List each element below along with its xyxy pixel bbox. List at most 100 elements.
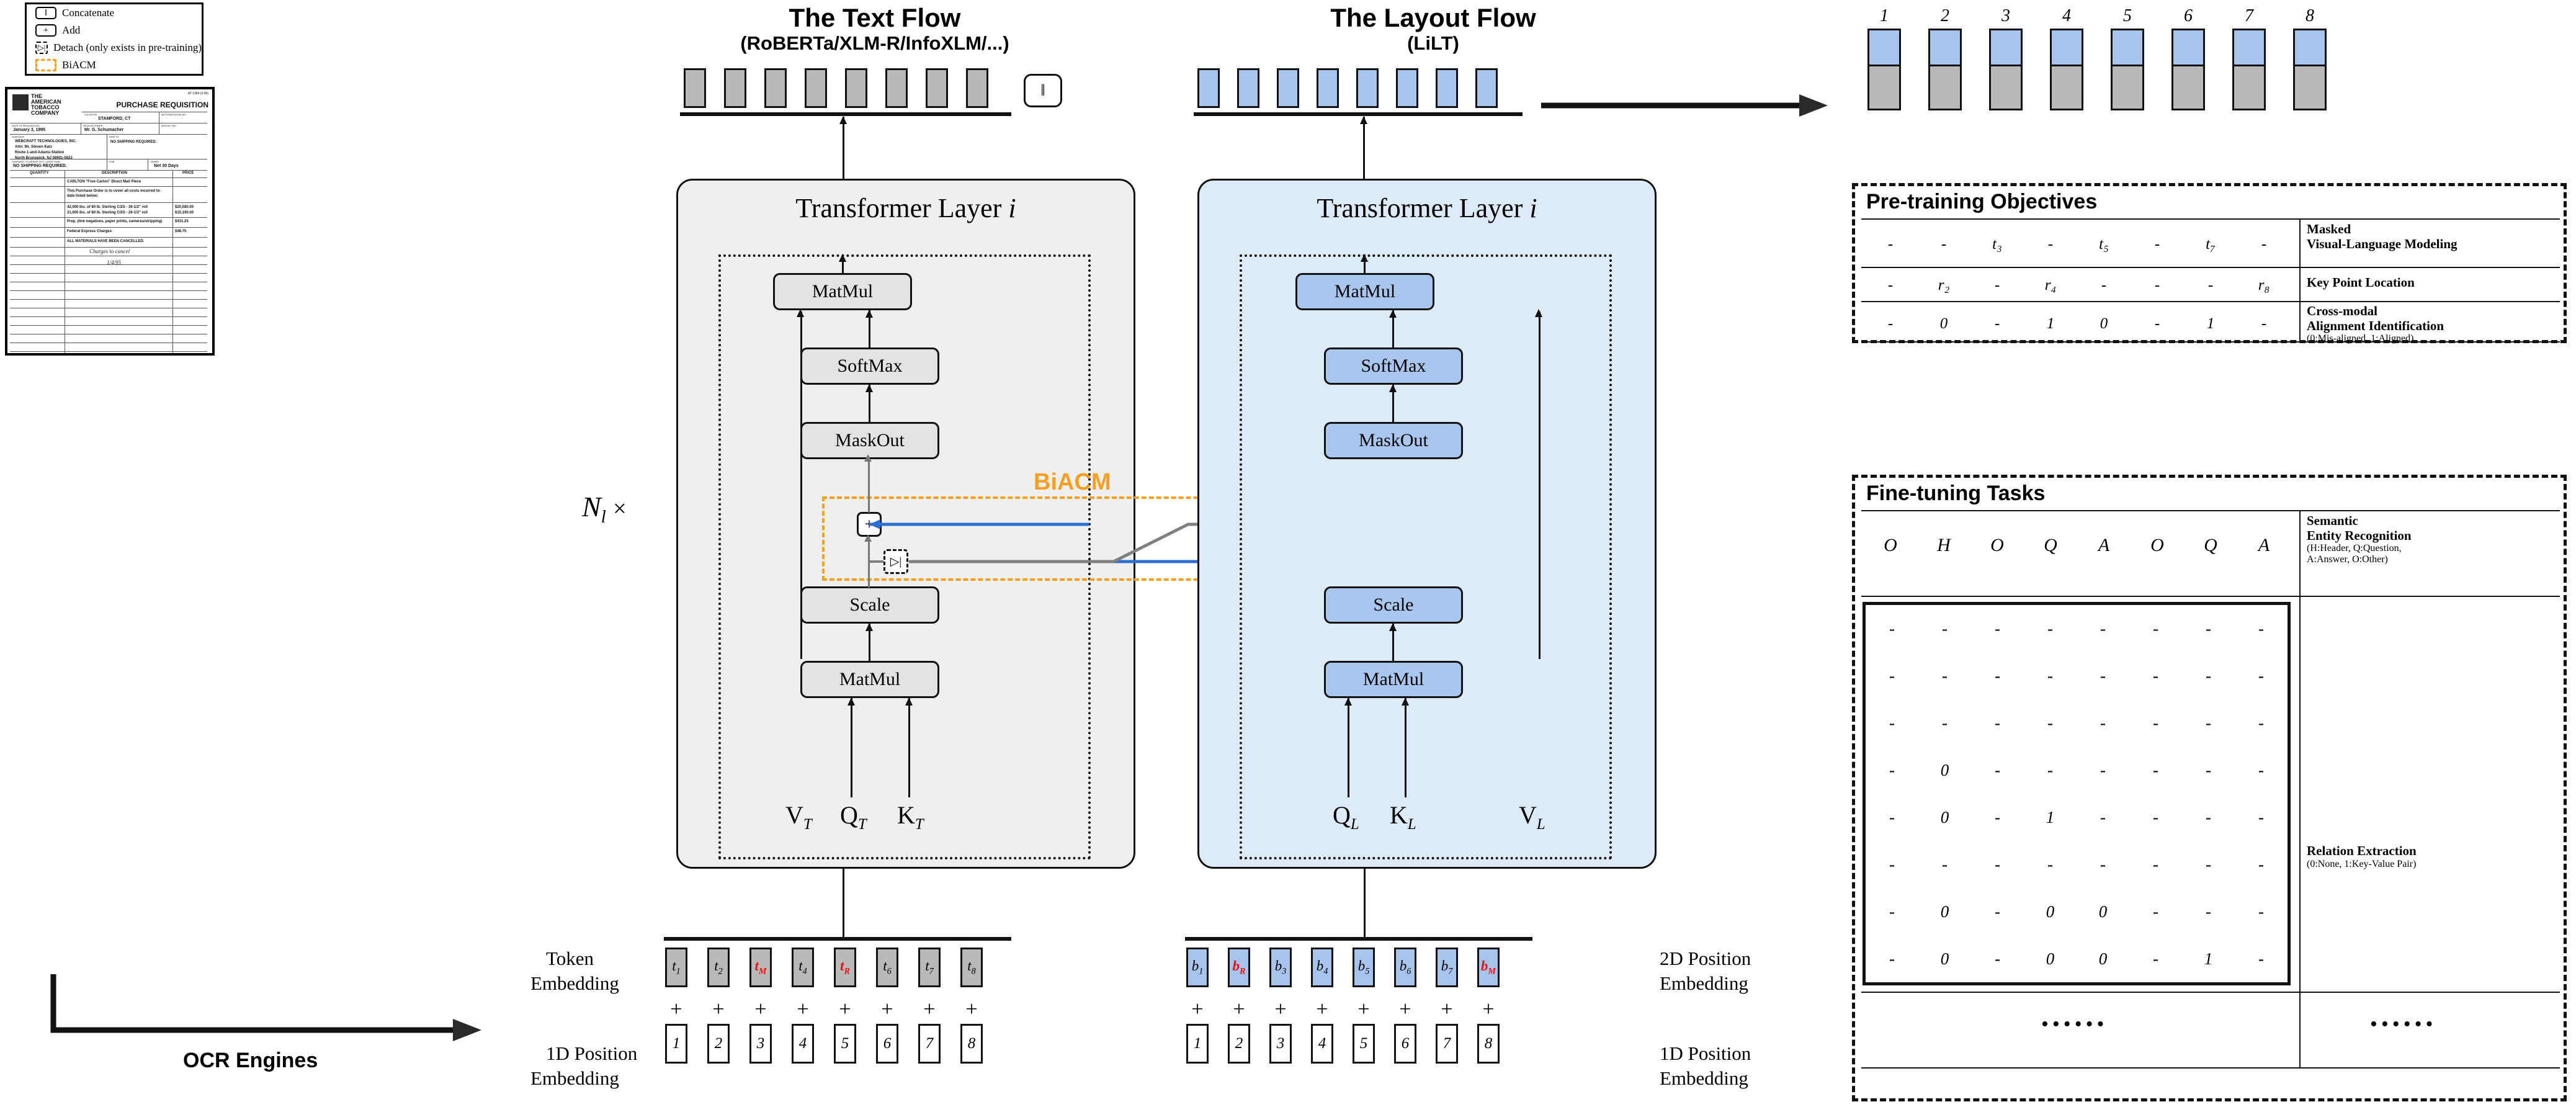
embedding-token-b4: b4 (1311, 948, 1333, 987)
plus-operator: + (1191, 998, 1204, 1021)
company-line-4: COMPANY (31, 110, 60, 116)
concatenate-icon: ‖ (35, 7, 56, 19)
ser-label-line-1: Entity Recognition (2307, 527, 2412, 543)
embedding-token-t2: t2 (707, 948, 730, 987)
detach-operator: ▷| (883, 549, 908, 574)
company-line-3: TOBACCO (31, 104, 60, 110)
pos1d-embedding-label-2: Embedding (530, 1067, 619, 1089)
re-matrix-cell-7-6: 1 (2204, 949, 2213, 968)
re-note: (0:None, 1:Key-Value Pair) (2307, 858, 2417, 869)
plus-operator: + (881, 998, 893, 1021)
table-row-price-5: $48.75 (175, 230, 187, 233)
output-bar-body (1928, 29, 1962, 110)
embedding-token-t6: t6 (876, 948, 898, 987)
text-arrow-softmax-to-matmul (865, 310, 873, 347)
field-label-terms: TERMS (150, 160, 159, 163)
legend-label-add: Add (62, 24, 81, 36)
table-row-desc-5: Federal Express Charges (67, 230, 112, 233)
output-token-layout (1475, 68, 1498, 108)
relation-extraction-matrix: -------------------------0-------0-1----… (1863, 602, 2291, 985)
add-icon: + (35, 24, 56, 37)
re-matrix-cell-1-0: - (1889, 666, 1895, 685)
pretraining-cell-1-1: r₂ (1938, 277, 1950, 294)
pretraining-cell-0-6: t₇ (2206, 236, 2216, 253)
re-matrix-cell-0-0: - (1889, 619, 1895, 638)
field-value-supplier: WEBCRAFT TECHNOLOGIES, INC. Attn: Mr. St… (15, 140, 77, 160)
re-matrix-cell-1-5: - (2153, 666, 2158, 685)
pretraining-cell-2-0: - (1887, 315, 1894, 332)
layout-op-matmul-bottom: MatMul (1324, 661, 1463, 698)
layout-op-maskout: MaskOut (1324, 422, 1463, 459)
re-matrix-cell-6-1: 0 (1940, 902, 1949, 921)
table-row-desc-1: CARLTON "Free Carton" Direct Mail Piece (67, 180, 141, 184)
pretraining-cell-0-1: - (1941, 236, 1947, 253)
embedding-token-t4: t4 (792, 948, 814, 987)
re-matrix-cell-3-3: - (2047, 760, 2053, 779)
legend-label-detach: Detach (only exists in pre-training) (53, 42, 202, 53)
output-token-text (845, 68, 867, 108)
re-matrix-cell-4-0: - (1889, 807, 1895, 827)
layout-input-q-label: QL (1333, 801, 1359, 833)
repeat-n: N (582, 491, 601, 522)
repeat-count-label: Nl × (582, 490, 627, 527)
pretraining-row-label-0: Masked Visual-Language Modeling (2307, 222, 2457, 251)
re-matrix-cell-6-4: 0 (2098, 902, 2108, 921)
field-label-location: LOCATION (84, 113, 97, 116)
output-token-layout (1317, 68, 1339, 108)
position-embedding-6: 6 (876, 1024, 898, 1064)
position-embedding-4: 4 (1311, 1024, 1333, 1064)
re-matrix-cell-4-7: - (2258, 807, 2264, 827)
text-input-k-label: KT (897, 801, 924, 833)
layout-v-bypass-arrowhead (1535, 309, 1542, 317)
detach-operator-glyph: ▷| (890, 555, 902, 568)
output-bar-index-4: 4 (2062, 6, 2071, 25)
pretraining-cell-1-5: - (2154, 277, 2160, 294)
output-bar-index-7: 7 (2245, 6, 2253, 25)
output-token-layout (1277, 68, 1299, 108)
table-row-price-4: $431.25 (175, 220, 189, 223)
repeat-subscript: l (601, 508, 606, 527)
re-matrix-cell-3-5: - (2153, 760, 2158, 779)
legend-label-concatenate: Concatenate (62, 7, 115, 19)
output-bar-layout-part (2295, 30, 2325, 67)
embedding-token-t7: t7 (918, 948, 941, 987)
ser-cell-6: Q (2204, 535, 2217, 555)
output-bar-body (1989, 29, 2023, 110)
re-matrix-cell-4-3: 1 (2046, 807, 2055, 827)
re-matrix-cell-6-3: 0 (2046, 902, 2055, 921)
layout-arrow-matmul-out (1361, 254, 1368, 274)
output-bar-text-part (1930, 66, 1960, 109)
re-matrix-cell-3-2: - (1995, 760, 2000, 779)
layout-plus-row: ++++++++ (1186, 998, 1500, 1021)
output-token-text (724, 68, 746, 108)
re-matrix-cell-1-1: - (1942, 666, 1948, 685)
re-matrix-cell-7-1: 0 (1940, 949, 1949, 968)
output-bar-3: 3 (1989, 6, 2023, 110)
legend-item-add: + Add (35, 22, 202, 39)
embedding-token-tR: tR (834, 948, 856, 987)
detach-icon: ▷| (35, 42, 48, 54)
pretraining-cell-0-0: - (1887, 236, 1894, 253)
plus-operator: + (754, 998, 767, 1021)
position-embedding-3: 3 (1269, 1024, 1292, 1064)
concat-operator-icon: ‖ (1024, 74, 1062, 107)
re-matrix-row-5: -------- (1866, 841, 2288, 888)
position-embedding-7: 7 (918, 1024, 941, 1064)
re-matrix-cell-1-2: - (1995, 666, 2000, 685)
pretraining-label-0-line-0: Masked (2307, 222, 2351, 236)
form-title: PURCHASE REQUISITION (116, 101, 208, 109)
plus-operator: + (797, 998, 809, 1021)
re-matrix-cell-4-5: - (2153, 807, 2158, 827)
embedding-token-bR: bR (1228, 948, 1250, 987)
plus-operator: + (1357, 998, 1370, 1021)
field-label-shipto: SHIP TO (109, 135, 119, 138)
finetuning-title: Fine-tuning Tasks (1866, 482, 2046, 505)
pretraining-label-1-line-0: Key Point Location (2307, 275, 2415, 290)
re-matrix-cell-4-1: 0 (1940, 807, 1949, 827)
field-value-shipto: NO SHIPPING REQUIRED. (110, 140, 157, 144)
text-k-arrow (905, 697, 913, 797)
pretraining-row-values-1: -r₂-r₄---r₈ (1864, 277, 2292, 294)
re-matrix-cell-1-3: - (2047, 666, 2053, 685)
re-matrix-cell-6-2: - (1995, 902, 2000, 921)
